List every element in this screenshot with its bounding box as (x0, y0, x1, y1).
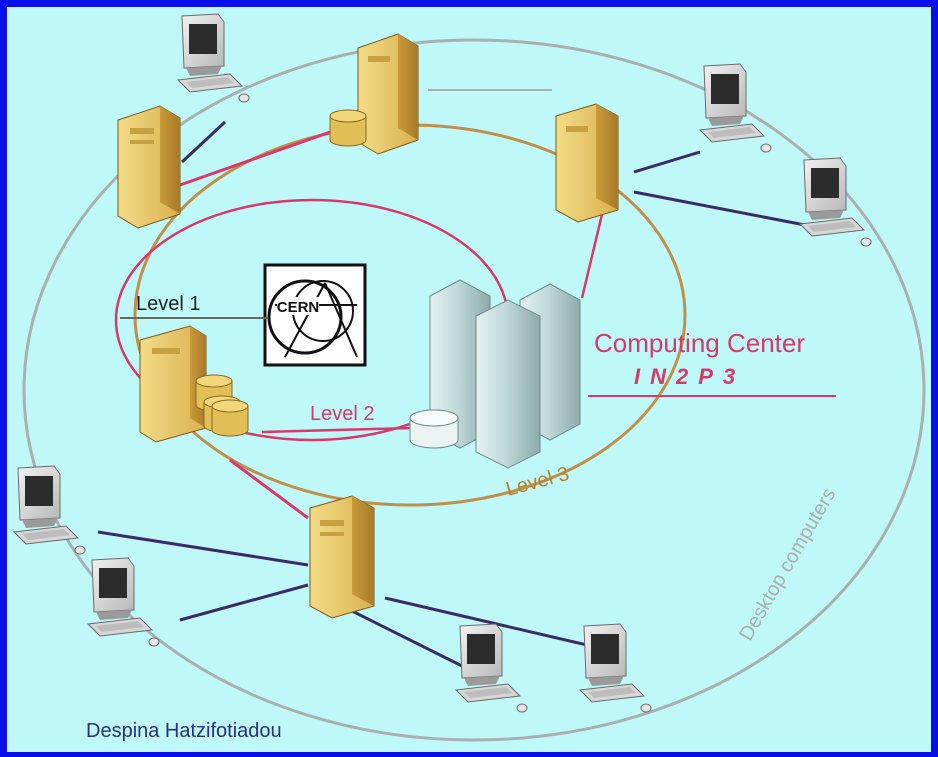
level2-label: Level 2 (310, 403, 375, 425)
server-top-left (117, 105, 181, 229)
author-credit: Despina Hatzifotiadou (86, 720, 282, 742)
computing-center-subtitle: IN2P3 (634, 364, 745, 389)
desktop-computers-label: Desktop computers (735, 484, 840, 644)
desktop-pc-3 (799, 157, 872, 247)
network-diagram: CERN (13, 13, 926, 742)
server-top-middle (329, 33, 419, 155)
level1-server-cluster (139, 325, 249, 443)
diagram-canvas: CERN (7, 7, 931, 752)
level3-label: Level 3 (504, 463, 572, 501)
network-links (97, 89, 806, 672)
server-bottom (309, 495, 375, 619)
desktop-pc-7 (579, 623, 652, 713)
server-top-right (555, 103, 619, 223)
cern-logo-text: CERN (277, 299, 320, 316)
level1-label: Level 1 (136, 293, 201, 315)
desktop-pc-6 (455, 623, 528, 713)
cern-logo: CERN (263, 263, 367, 367)
desktop-pc-1 (177, 13, 250, 103)
computing-center-title: Computing Center (594, 328, 805, 358)
level3-ring-outer (22, 38, 926, 742)
desktop-pc-4 (13, 465, 86, 555)
desktop-pc-2 (699, 63, 772, 153)
computing-center-mainframe (409, 279, 581, 469)
